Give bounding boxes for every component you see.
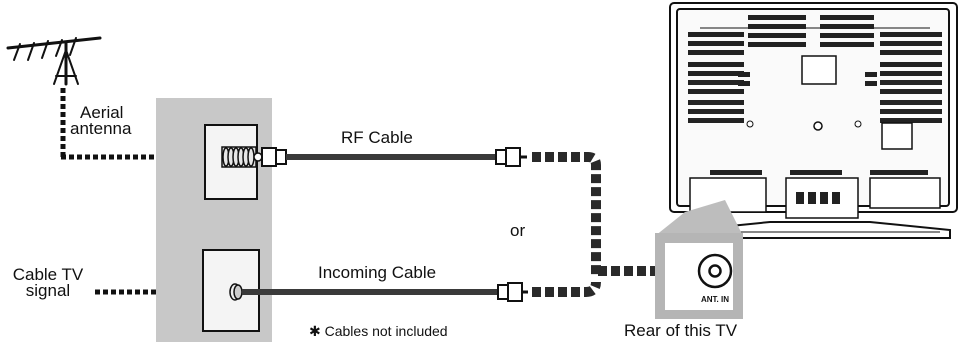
ant-in-label: ANT. IN [701,295,729,304]
cable-tv-label-line1: Cable TV [12,265,84,284]
aerial-antenna-icon [6,36,102,86]
rf-cable [261,147,527,167]
cables-note: ✱ Cables not included [309,323,448,339]
ant-in-inset [655,233,743,319]
incoming-cable [242,282,528,302]
aerial-antenna-label-line1: Aerial [80,103,124,122]
incoming-cable-label: Incoming Cable [318,263,437,282]
or-label: or [510,221,526,240]
coil-connector-icon [221,146,263,168]
rf-cable-label: RF Cable [341,128,413,147]
cable-tv-label-line2: signal [25,281,71,300]
bold-dashed-connector [532,152,668,297]
coax-outlet-icon [229,283,243,301]
callout-wedge [655,200,743,236]
tv-rear-illustration [669,2,958,239]
rear-of-tv-label: Rear of this TV [624,321,738,340]
aerial-antenna-label-line2: antenna [70,119,132,138]
